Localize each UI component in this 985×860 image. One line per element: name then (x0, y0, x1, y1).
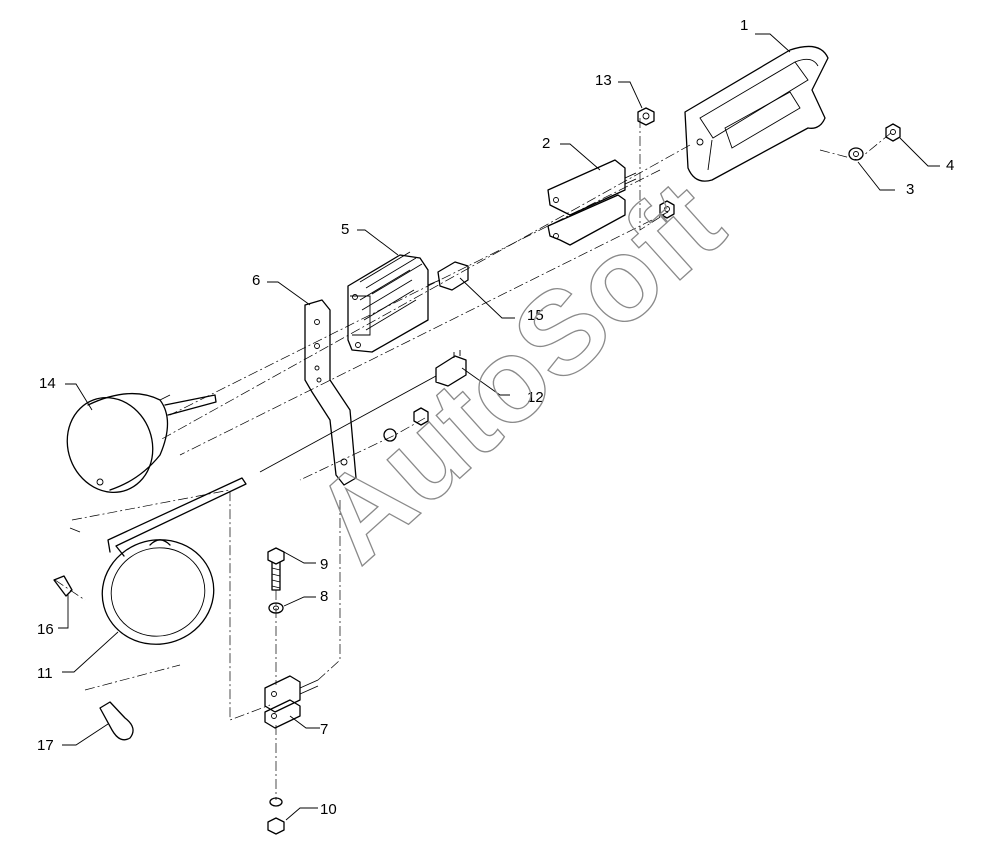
part-3-washer (848, 147, 864, 161)
callout-11: 11 (37, 665, 53, 682)
part-12-plug (259, 350, 467, 473)
part-1-mounting-bracket (684, 45, 829, 182)
washer-nut-lamp-arm (383, 407, 429, 442)
callout-8: 8 (320, 588, 328, 605)
callout-2: 2 (542, 135, 550, 152)
callout-13: 13 (595, 72, 612, 89)
callout-16: 16 (37, 621, 54, 638)
callout-labels: 1 13 2 4 3 5 6 15 12 14 9 8 16 11 7 17 1… (37, 17, 954, 818)
part-14-work-lamp (66, 392, 217, 493)
nut-lower-bracket (659, 200, 675, 219)
part-11-work-lamp (101, 477, 247, 645)
watermark: AutoSoft (289, 156, 747, 587)
callout-1: 1 (740, 17, 748, 34)
part-4-nut (885, 123, 901, 142)
part-2-bracket-pair (547, 159, 637, 246)
leader-lines (58, 33, 940, 821)
callout-10: 10 (320, 801, 337, 818)
part-10-washer-nut (267, 797, 285, 835)
callout-6: 6 (252, 272, 260, 289)
callout-9: 9 (320, 556, 328, 573)
callout-4: 4 (946, 157, 954, 174)
callout-12: 12 (527, 389, 544, 406)
callout-17: 17 (37, 737, 54, 754)
part-5-switch-unit (347, 251, 429, 353)
part-16-bulb-holder (53, 527, 81, 597)
callout-5: 5 (341, 221, 349, 238)
callout-15: 15 (527, 307, 544, 324)
part-8-washer (268, 602, 284, 614)
part-13-nut (637, 107, 655, 126)
part-17-bulb (99, 701, 134, 741)
part-6-lamp-arm (304, 299, 357, 486)
part-9-bolt (267, 547, 285, 591)
callout-14: 14 (39, 375, 56, 392)
part-7-clamp (264, 675, 319, 729)
part-15-connector (427, 261, 469, 291)
callout-3: 3 (906, 181, 914, 198)
callout-7: 7 (320, 721, 328, 738)
